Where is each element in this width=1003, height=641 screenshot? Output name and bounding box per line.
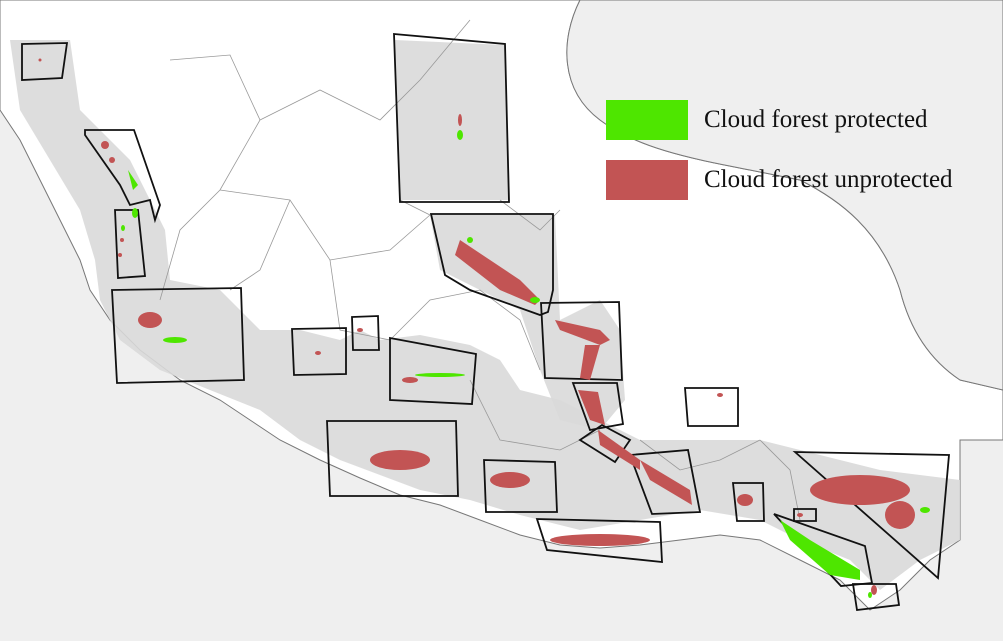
protected-swatch [606,100,688,140]
box-13 [628,449,702,515]
legend: Cloud forest protected Cloud forest unpr… [606,100,953,220]
gulf-of-mexico [566,0,1003,391]
box-8 [291,327,347,376]
legend-label-unprotected: Cloud forest unprotected [704,166,953,193]
box-9 [351,315,380,351]
box-10 [389,336,477,405]
legend-label-protected: Cloud forest protected [704,106,928,133]
box-18 [732,482,765,522]
box-22 [851,583,901,611]
box-14 [684,387,739,427]
box-1 [21,42,69,81]
study-region-boxes [21,33,950,611]
box-16 [483,459,558,513]
unprotected-swatch [606,160,688,200]
box-15 [326,420,459,497]
box-7 [540,301,623,381]
box-11 [571,382,625,432]
protected-patches [121,130,930,598]
box-2 [84,129,161,224]
box-6 [429,213,554,316]
box-3 [114,209,146,279]
box-4 [111,287,245,384]
unprotected-patches [38,58,915,595]
box-19 [793,508,817,522]
box-17 [535,518,663,564]
box-5 [393,33,510,203]
legend-item-unprotected: Cloud forest unprotected [606,160,953,200]
box-20 [792,451,950,580]
legend-item-protected: Cloud forest protected [606,100,953,140]
box-12 [578,423,632,464]
